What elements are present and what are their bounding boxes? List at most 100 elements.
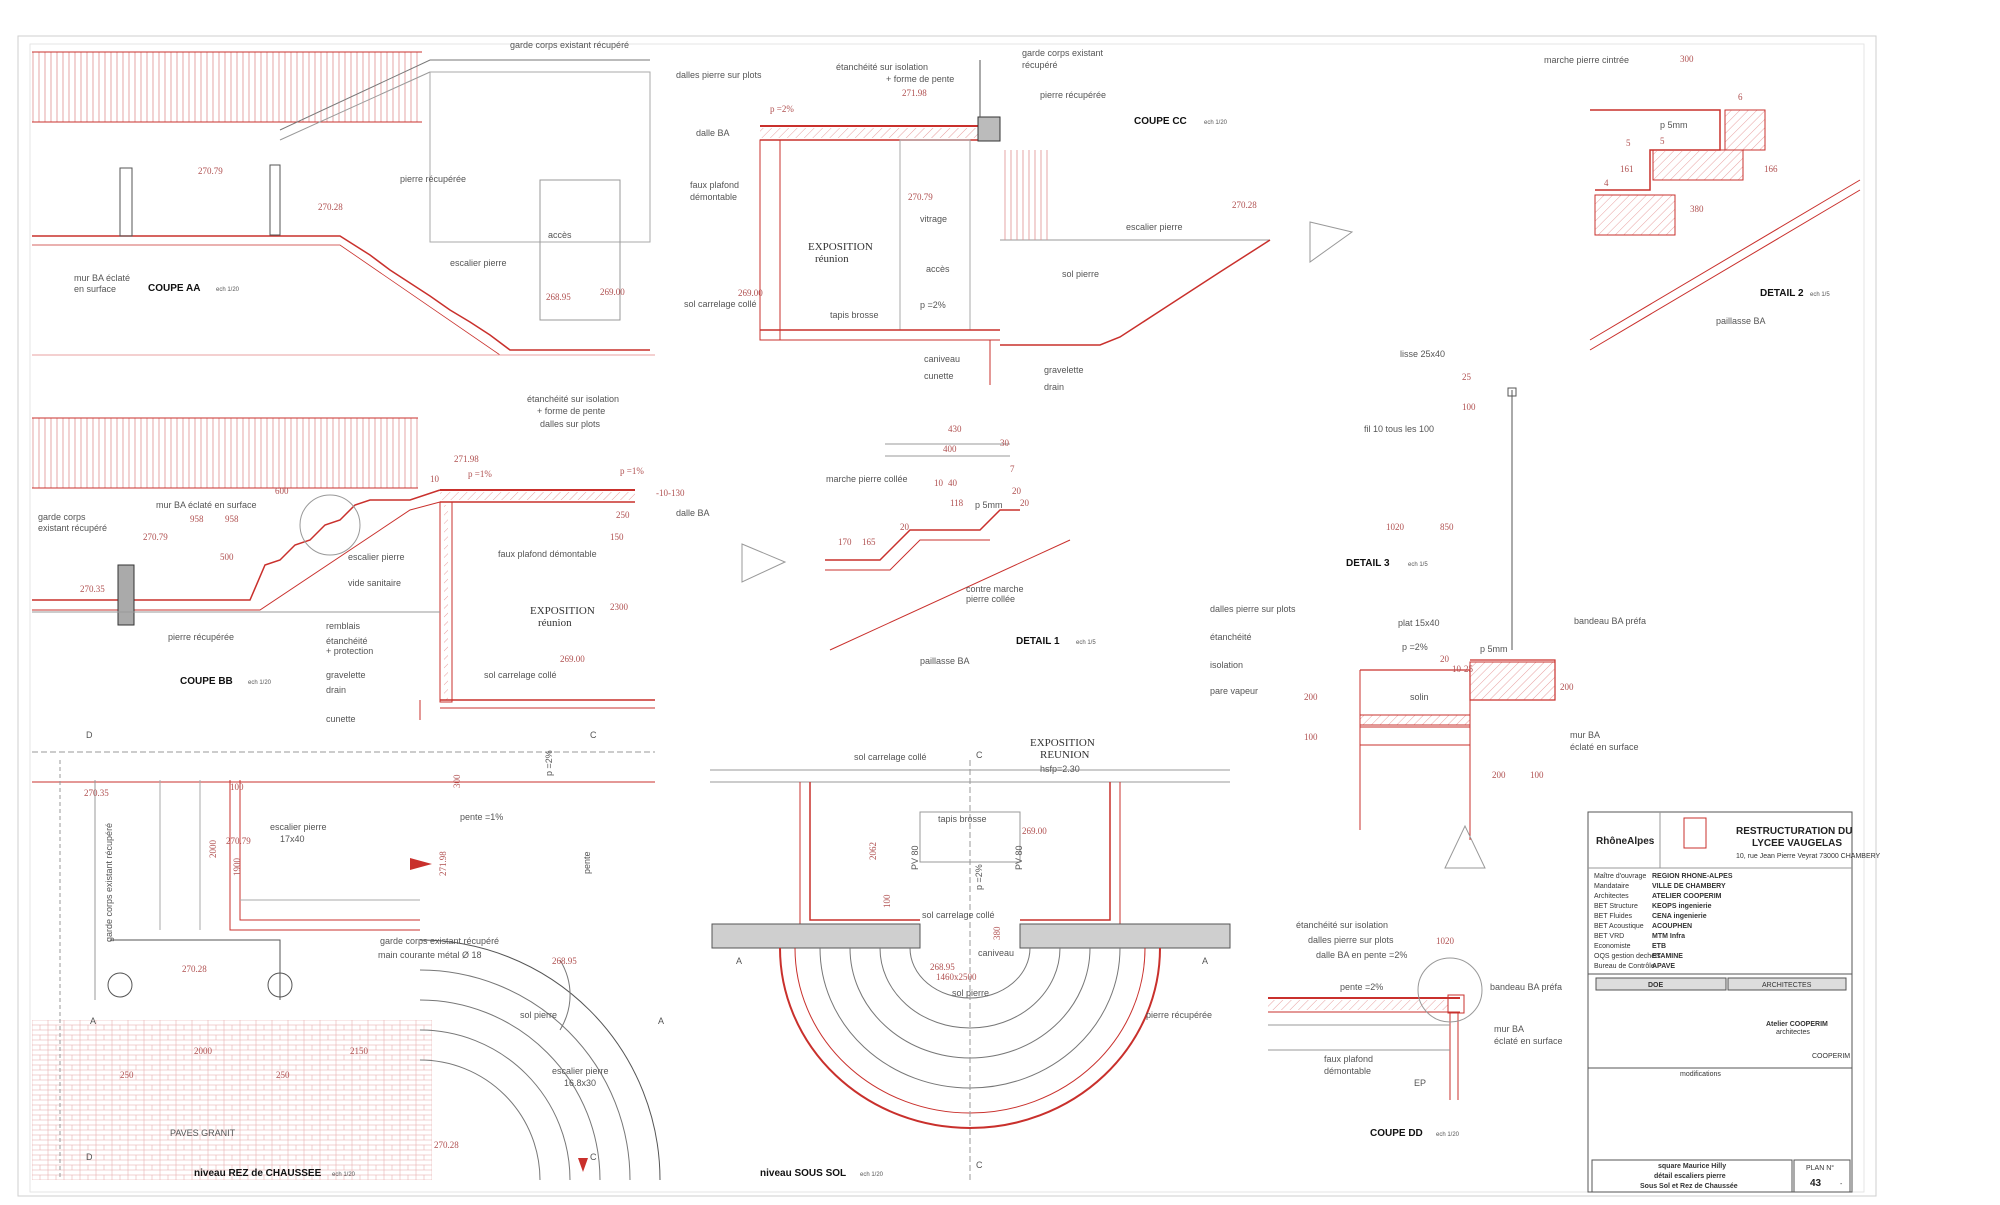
svg-text:5: 5 [1626,138,1631,148]
svg-text:garde corps existant: garde corps existant [1022,48,1104,58]
svg-text:main courante métal Ø 18: main courante métal Ø 18 [378,950,482,960]
svg-text:271.98: 271.98 [438,851,448,876]
svg-text:mur BA éclaté en surface: mur BA éclaté en surface [156,500,257,510]
svg-text:démontable: démontable [690,192,737,202]
svg-text:cunette: cunette [924,371,954,381]
svg-text:5: 5 [1660,136,1665,146]
svg-text:20: 20 [900,522,910,532]
svg-text:garde corps: garde corps [38,512,86,522]
svg-text:30: 30 [1000,438,1010,448]
svg-text:dalles pierre sur plots: dalles pierre sur plots [1308,935,1394,945]
svg-text:sol pierre: sol pierre [520,1010,557,1020]
svg-text:300: 300 [452,774,462,788]
svg-text:fil 10 tous les 100: fil 10 tous les 100 [1364,424,1434,434]
section-coupe-cc: dalles pierre sur plots étanchéité sur i… [676,48,1354,392]
svg-text:gravelette: gravelette [1044,365,1084,375]
svg-text:drain: drain [326,685,346,695]
title-detail-2: DETAIL 2 [1760,288,1804,299]
svg-text:ech 1/5: ech 1/5 [1076,640,1096,646]
svg-text:100: 100 [1304,732,1318,742]
title-coupe-cc: COUPE CC [1134,116,1187,127]
svg-text:p =1%: p =1% [620,466,644,476]
svg-text:20: 20 [1012,486,1022,496]
svg-text:mur BA: mur BA [1494,1024,1524,1034]
svg-text:square Maurice Hilly: square Maurice Hilly [1658,1163,1726,1170]
svg-text:EXPOSITION: EXPOSITION [808,241,873,253]
svg-text:sol pierre: sol pierre [952,988,989,998]
svg-text:escalier pierre: escalier pierre [552,1066,609,1076]
title-sous-sol: niveau SOUS SOL [760,1168,846,1179]
svg-text:escalier pierre: escalier pierre [1126,222,1183,232]
svg-text:270.35: 270.35 [80,584,105,594]
svg-text:A: A [1202,956,1208,966]
tb-row-role: BET Fluides [1594,913,1632,920]
tb-row-role: Architectes [1594,893,1629,900]
svg-text:400: 400 [943,444,957,454]
svg-text:escalier pierre: escalier pierre [348,552,405,562]
svg-text:200: 200 [1304,692,1318,702]
stair-bb [32,489,441,601]
svg-text:éclaté en surface: éclaté en surface [1494,1036,1563,1046]
tb-row-company: APAVE [1652,963,1675,970]
svg-text:10: 10 [1452,664,1462,674]
svg-text:C: C [976,750,983,760]
svg-text:pente: pente [582,851,592,874]
svg-text:269.00: 269.00 [738,288,763,298]
title-block: RhôneAlpes RESTRUCTURATION DU LYCEE VAUG… [1587,811,1881,1193]
svg-text:ech 1/20: ech 1/20 [216,287,240,293]
svg-text:escalier pierre: escalier pierre [270,822,327,832]
svg-text:sol carrelage collé: sol carrelage collé [684,299,757,309]
label-garde-corps-aa: garde corps existant récupéré [510,40,629,50]
svg-text:100: 100 [230,782,244,792]
svg-text:2062: 2062 [868,842,878,860]
svg-text:C: C [976,1160,983,1170]
svg-text:faux plafond: faux plafond [690,180,739,190]
svg-text:100: 100 [1530,770,1544,780]
svg-text:270.79: 270.79 [198,166,223,176]
svg-text:+ forme de pente: + forme de pente [886,74,954,84]
svg-text:270.28: 270.28 [434,1140,459,1150]
svg-text:lisse 25x40: lisse 25x40 [1400,349,1445,359]
svg-text:10: 10 [430,474,440,484]
svg-text:PV 80: PV 80 [1014,845,1024,870]
svg-text:DOE: DOE [1648,982,1664,989]
title-coupe-dd: COUPE DD [1370,1128,1423,1139]
svg-text:A: A [90,1016,96,1026]
railing-aa [32,52,422,122]
svg-text:éclaté en surface: éclaté en surface [1570,742,1639,752]
foundation-left [711,923,921,949]
svg-text:ech 1/20: ech 1/20 [332,1172,356,1178]
svg-text:étanchéité sur isolation: étanchéité sur isolation [836,62,928,72]
foundation-right [1019,923,1231,949]
svg-text:mur BA: mur BA [1570,730,1600,740]
bandeau-prefa-d3 [1469,661,1556,701]
tb-row-company: KEOPS ingenierie [1652,903,1712,910]
svg-text:20: 20 [1440,654,1450,664]
svg-text:gravelette: gravelette [326,670,366,680]
svg-text:10, rue Jean Pierre Veyrat 7: 10, rue Jean Pierre Veyrat 73000 CHAMBER… [1736,853,1881,860]
tb-row-role: OQS gestion dechets [1594,953,1661,960]
section-coupe-bb: étanchéité sur isolation + forme de pent… [32,394,787,724]
svg-text:166: 166 [1764,164,1778,174]
svg-text:p 5mm: p 5mm [1480,644,1508,654]
svg-text:p =2%: p =2% [974,864,984,890]
svg-text:4: 4 [1604,178,1609,188]
svg-text:tapis brosse: tapis brosse [938,814,987,824]
sheet-inner-border [29,43,1865,1193]
svg-text:200: 200 [1492,770,1506,780]
svg-text:10: 10 [934,478,944,488]
svg-text:sol pierre: sol pierre [1062,269,1099,279]
title-coupe-aa: COUPE AA [148,283,200,294]
svg-text:faux plafond: faux plafond [1324,1054,1373,1064]
svg-text:récupéré: récupéré [1022,60,1058,70]
svg-text:LYCEE VAUGELAS: LYCEE VAUGELAS [1752,838,1842,849]
svg-text:garde corps existant récupéré: garde corps existant récupéré [104,823,114,942]
svg-text:dalles pierre sur plots: dalles pierre sur plots [676,70,762,80]
svg-text:p =1%: p =1% [468,469,492,479]
svg-text:271.98: 271.98 [454,454,479,464]
svg-text:contre marche: contre marche [966,584,1024,594]
svg-text:EXPOSITION: EXPOSITION [530,605,595,617]
svg-text:mur BA éclaté: mur BA éclaté [74,273,130,283]
